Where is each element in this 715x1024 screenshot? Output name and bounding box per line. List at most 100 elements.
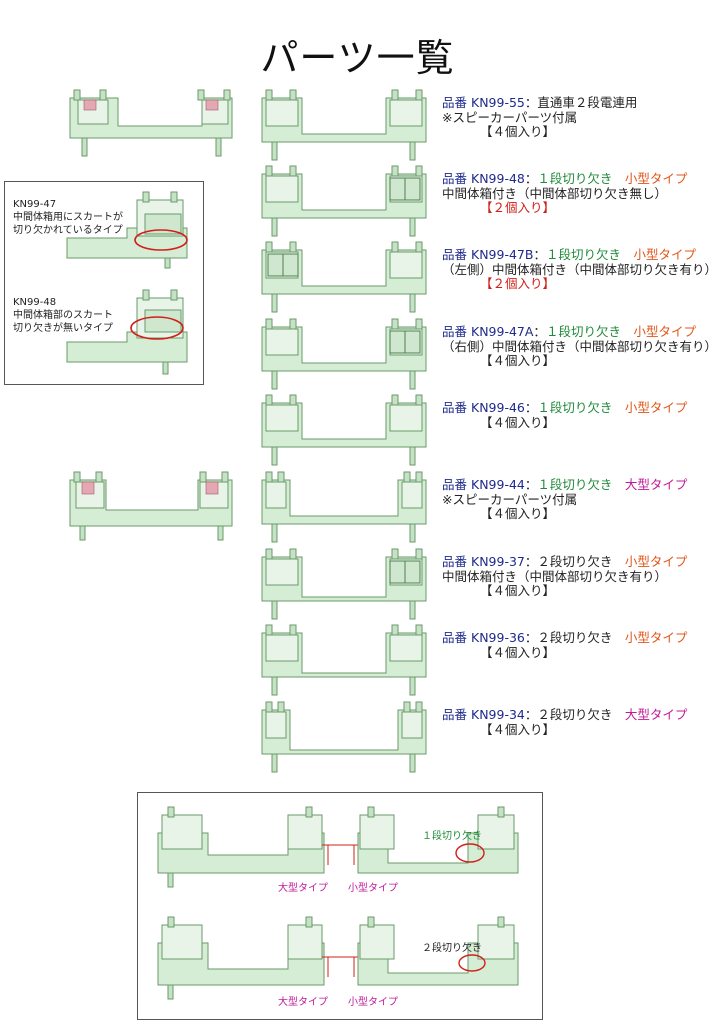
part-window: [389, 251, 423, 279]
part-window: [265, 481, 287, 509]
part-post: [391, 394, 399, 406]
product-code: KN99-47B: [471, 247, 534, 262]
product-size-type: 小型タイプ: [624, 171, 688, 186]
part-leg: [409, 523, 416, 543]
part-image-kn99-55: [258, 88, 430, 162]
part-leg: [409, 217, 416, 237]
product-note: ※スピーカーパーツ付属: [442, 491, 578, 507]
product-prefix: 品番: [442, 477, 468, 492]
product-quantity: 【２個入り】: [480, 276, 556, 291]
part-leg: [271, 217, 278, 237]
product-code: KN99-46: [471, 400, 525, 415]
part-body: [261, 479, 427, 525]
product-prefix: 品番: [442, 171, 468, 186]
product-prefix: 品番: [442, 630, 468, 645]
part-post: [415, 471, 423, 483]
product-prefix: 品番: [442, 400, 468, 415]
part-leg: [409, 676, 416, 696]
product-cut-type: １段切り欠き: [537, 171, 613, 186]
desc-kn99-34: 品番 KN99-34：２段切り欠き 大型タイプ【４個入り】: [442, 707, 688, 737]
part-post: [289, 548, 297, 560]
product-quantity: 【４個入り】: [480, 644, 556, 660]
part-post: [289, 165, 297, 177]
legend-label-large-2: 大型タイプ: [278, 997, 328, 1008]
part-window: [389, 634, 423, 662]
product-code: KN99-37: [471, 554, 525, 569]
part-image-kn99-55-left: [66, 88, 236, 158]
part-post: [265, 394, 273, 406]
part-leg: [271, 600, 278, 620]
product-quantity: 【４個入り】: [480, 583, 556, 598]
part-window: [265, 404, 299, 432]
part-post: [391, 624, 399, 636]
product-cut-type: １段切り欠き: [537, 400, 613, 415]
product-cut-type: １段切り欠き: [545, 324, 621, 339]
legend-label-one-step: １段切り欠き: [422, 831, 482, 842]
inset-kn99-47-code: KN99-47: [13, 199, 57, 210]
product-separator: ：: [524, 95, 538, 110]
part-image-kn99-47a: [258, 317, 430, 391]
inset-kn99-47-line1: 中間体箱用にスカートが: [13, 212, 123, 223]
desc-kn99-46: 品番 KN99-46：１段切り欠き 小型タイプ【４個入り】: [442, 400, 687, 430]
part-post: [391, 548, 399, 560]
product-cut-type: １段切り欠き: [545, 247, 621, 262]
product-size-type: 小型タイプ: [633, 324, 696, 339]
legend-label-large-1: 大型タイプ: [278, 883, 328, 894]
product-quantity: 【４個入り】: [480, 414, 556, 430]
part-window: [265, 328, 299, 356]
product-quantity: 【４個入り】: [480, 353, 556, 368]
part-leg: [271, 446, 278, 466]
part-window: [265, 634, 299, 662]
product-quantity: 【４個入り】: [480, 721, 556, 737]
part-post: [415, 318, 423, 330]
product-prefix: 品番: [442, 324, 468, 339]
part-post: [277, 701, 285, 713]
product-note: （左側）中間体箱付き（中間体部切り欠き有り）: [442, 261, 715, 277]
part-post: [415, 624, 423, 636]
part-window: [389, 404, 423, 432]
part-body: [261, 709, 427, 755]
part-window: [265, 558, 299, 586]
product-cut-type: ２段切り欠き: [537, 707, 613, 722]
part-image-kn99-46: [258, 393, 430, 467]
part-post: [277, 471, 285, 483]
legend-label-small-2: 小型タイプ: [348, 997, 398, 1008]
part-image-kn99-37: [258, 547, 430, 621]
product-size-type: 小型タイプ: [624, 630, 688, 645]
part-leg: [409, 370, 416, 390]
part-post: [289, 394, 297, 406]
part-image-kn99-36: [258, 623, 430, 697]
inset-kn99-48-line2: 切り欠きが無いタイプ: [13, 323, 113, 334]
part-leg: [271, 141, 278, 161]
inset-kn99-47-line2: 切り欠かれているタイプ: [13, 225, 123, 236]
desc-kn99-55: 品番 KN99-55：直通車２段電連用※スピーカーパーツ付属【４個入り】: [442, 95, 637, 140]
product-note: （右側）中間体箱付き（中間体部切り欠き有り）: [442, 338, 715, 354]
part-post: [403, 471, 411, 483]
product-size-type: 大型タイプ: [624, 477, 688, 492]
part-image-kn99-48: [258, 164, 430, 238]
product-separator: ：: [524, 477, 538, 492]
inset-part-image-kn99-47: [66, 188, 197, 269]
desc-kn99-44: 品番 KN99-44：１段切り欠き 大型タイプ※スピーカーパーツ付属【４個入り】: [442, 477, 688, 522]
product-cut-type: １段切り欠き: [537, 477, 613, 492]
product-size-type: 大型タイプ: [624, 707, 688, 722]
product-code: KN99-48: [471, 171, 525, 186]
product-note: 中間体箱付き（中間体部切り欠き有り）: [442, 568, 668, 584]
product-quantity: 【４個入り】: [480, 124, 556, 139]
part-post: [265, 241, 273, 253]
product-size-type: 小型タイプ: [633, 247, 697, 262]
product-prefix: 品番: [442, 554, 468, 569]
desc-kn99-37: 品番 KN99-37：２段切り欠き 小型タイプ中間体箱付き（中間体部切り欠き有り…: [442, 554, 687, 599]
part-post: [391, 165, 399, 177]
product-note: ※スピーカーパーツ付属: [442, 109, 578, 125]
part-leg: [271, 293, 278, 313]
product-separator: ：: [533, 324, 546, 339]
part-leg: [409, 600, 416, 620]
part-post: [289, 624, 297, 636]
product-cut-type: ２段切り欠き: [537, 554, 613, 569]
part-post: [391, 318, 399, 330]
part-image-kn99-47b: [258, 240, 430, 314]
part-post: [391, 89, 399, 101]
part-post: [265, 318, 273, 330]
part-image-kn99-44: [258, 470, 430, 544]
